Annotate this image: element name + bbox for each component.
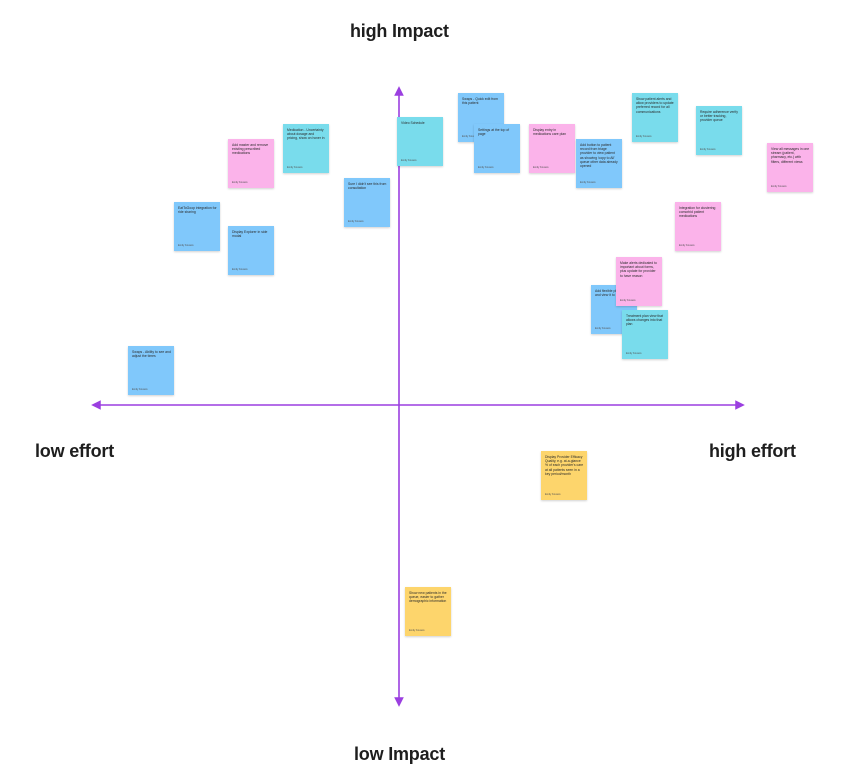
sticky-note-text: Show patient alerts and allow providers … — [636, 97, 674, 114]
sticky-note-author: Emily Kovacs — [620, 299, 636, 302]
sticky-note-author: Emily Kovacs — [679, 244, 695, 247]
sticky-note-text: Make alerts dedicated to important about… — [620, 261, 657, 278]
sticky-note-author: Emily Kovacs — [580, 181, 596, 184]
sticky-note[interactable]: Video Schedule Emily Kovacs — [397, 117, 443, 166]
sticky-note-text: Sure I didn't see this from consultation — [348, 182, 387, 191]
sticky-note[interactable]: Integration for clustering comorbid pati… — [675, 202, 721, 251]
sticky-note[interactable]: Swaps - Ability to see and adjust the ti… — [128, 346, 174, 395]
sticky-note-text: Video Schedule — [401, 121, 425, 125]
sticky-note[interactable]: Add button to patient record from triage… — [576, 139, 622, 188]
sticky-note-text: Add flexible plan to order and view it t… — [595, 289, 634, 298]
sticky-note-author: Emily Kovacs — [626, 352, 642, 355]
sticky-note-text: Integration for clustering comorbid pati… — [679, 206, 716, 219]
sticky-note-text: EatToGoop integration for ride sharing — [178, 206, 217, 215]
sticky-note-text: Swaps - Ability to see and adjust the ti… — [132, 350, 171, 359]
sticky-note[interactable]: Sure I didn't see this from consultation… — [344, 178, 390, 227]
sticky-note-author: Emily Kovacs — [232, 268, 248, 271]
sticky-note-author: Emily Kovacs — [636, 135, 652, 138]
sticky-note-author: Emily Kovacs — [409, 629, 425, 632]
sticky-note[interactable]: Treatment plan view that allows changes … — [622, 310, 668, 359]
sticky-note-text: Add button to patient record from triage… — [580, 143, 618, 169]
sticky-note-text: Display Provider Efficacy Quality, e.g. … — [545, 455, 584, 476]
sticky-note-author: Emily Kovacs — [287, 166, 303, 169]
sticky-note-text: Settings at the top of page — [478, 128, 510, 137]
sticky-note-author: Emily Kovacs — [533, 166, 549, 169]
sticky-note-text: Treatment plan view that allows changes … — [626, 314, 664, 327]
sticky-note[interactable]: Display Provider Efficacy Quality, e.g. … — [541, 451, 587, 500]
sticky-note-author: Emily Kovacs — [700, 148, 716, 151]
sticky-note-author: Emily Kovacs — [545, 493, 561, 496]
low-impact-label: low Impact — [354, 744, 446, 764]
sticky-note[interactable]: Settings at the top of page Emily Kovacs — [474, 124, 520, 173]
sticky-note-author: Emily Kovacs — [478, 166, 494, 169]
low-effort-label: low effort — [35, 441, 114, 461]
sticky-note[interactable]: Require adherence verify or better track… — [696, 106, 742, 155]
sticky-note-author: Emily Kovacs — [178, 244, 194, 247]
sticky-note-text: Display entry in medications care plan — [533, 128, 566, 137]
sticky-note-author: Emily Kovacs — [132, 388, 148, 391]
sticky-note[interactable]: Medication - Uncertainty about dosage an… — [283, 124, 329, 173]
sticky-note[interactable]: EatToGoop integration for ride sharing E… — [174, 202, 220, 251]
sticky-note[interactable]: Add master and remove existing prescribe… — [228, 139, 274, 188]
sticky-note-text: Display Explorer in side modal — [232, 230, 268, 239]
sticky-note[interactable]: View all messages in one stream (patient… — [767, 143, 813, 192]
sticky-note-text: Swaps - Quick edit from this patient — [462, 97, 498, 106]
high-impact-label: high Impact — [350, 21, 449, 41]
sticky-note-text: Medication - Uncertainty about dosage an… — [287, 128, 325, 141]
sticky-note[interactable]: Show patient alerts and allow providers … — [632, 93, 678, 142]
sticky-note[interactable]: Make alerts dedicated to important about… — [616, 257, 662, 306]
sticky-note[interactable]: Display entry in medications care plan E… — [529, 124, 575, 173]
sticky-note[interactable]: Show new patients in the queue, easier t… — [405, 587, 451, 636]
sticky-note-text: Add master and remove existing prescribe… — [232, 143, 269, 156]
high-effort-label: high effort — [709, 441, 796, 461]
sticky-note-author: Emily Kovacs — [771, 185, 787, 188]
sticky-note-text: View all messages in one stream (patient… — [771, 147, 810, 164]
sticky-note-author: Emily Kovacs — [348, 220, 364, 223]
sticky-note-author: Emily Kovacs — [232, 181, 248, 184]
sticky-note-author: Emily Kovacs — [401, 159, 417, 162]
sticky-note-author: Emily Kovacs — [595, 327, 611, 330]
sticky-note-text: Show new patients in the queue, easier t… — [409, 591, 447, 604]
sticky-note-author: Emily Kovacs — [462, 135, 478, 138]
sticky-note[interactable]: Display Explorer in side modal Emily Kov… — [228, 226, 274, 275]
sticky-note-text: Require adherence verify or better track… — [700, 110, 738, 123]
